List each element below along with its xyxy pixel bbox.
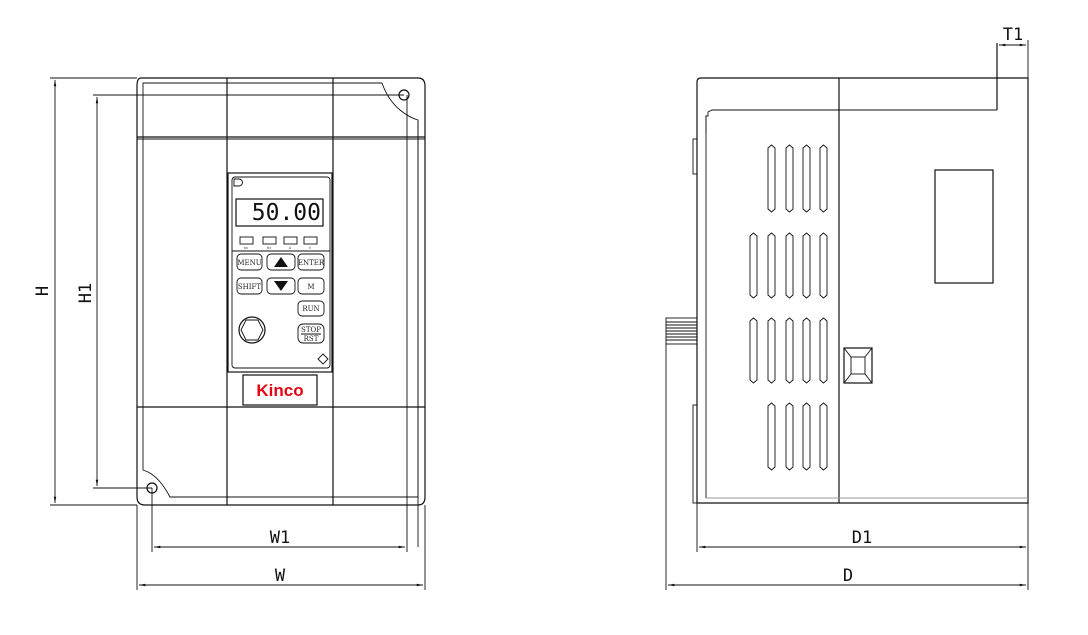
corner-diamond-icon	[317, 353, 329, 365]
vent-slots	[749, 144, 828, 471]
led-2	[262, 236, 277, 245]
corner-d-icon	[233, 178, 243, 187]
led-indicators: ex Hz A V	[239, 236, 318, 250]
menu-button[interactable]: MENU	[236, 253, 263, 271]
side-dimensions: T1 D1 D	[665, 25, 1029, 590]
vent-slot	[749, 232, 758, 299]
nameplate-label	[934, 169, 994, 284]
logo-plate: Kinco	[242, 374, 318, 406]
shift-button[interactable]: SHIFT	[236, 277, 263, 295]
vent-slot	[767, 232, 776, 299]
dimension-d1-label: D1	[852, 528, 872, 548]
vent-slot	[767, 144, 776, 213]
dimension-d-label: D	[843, 566, 853, 586]
front-inner-frame	[142, 82, 419, 498]
menu-label: MENU	[237, 259, 261, 267]
enter-label: ENTER	[298, 259, 325, 267]
led-label: A	[289, 246, 292, 250]
dimension-h-label: H	[33, 286, 53, 296]
led-3	[283, 236, 298, 245]
keypad: 50.00 ex Hz A V MENU ENT	[227, 172, 333, 373]
run-button[interactable]: RUN	[297, 300, 325, 317]
shift-label: SHIFT	[238, 283, 262, 291]
down-arrow-icon	[274, 281, 288, 291]
vent-slot	[819, 317, 828, 384]
m-label: M	[307, 283, 314, 291]
fastener-square	[843, 347, 873, 384]
vent-slot	[749, 317, 758, 384]
vent-slot	[785, 402, 794, 471]
front-dimensions: H H1 W1 W	[33, 77, 426, 590]
side-outline	[696, 77, 1029, 504]
dimension-t1-label: T1	[1003, 25, 1023, 45]
up-arrow-icon	[274, 257, 288, 267]
vent-slot	[819, 144, 828, 213]
stop-label: STOP	[301, 326, 321, 334]
vent-slot	[767, 402, 776, 471]
vent-slot	[802, 144, 811, 213]
down-button[interactable]	[266, 277, 296, 295]
dimension-w1-label: W1	[270, 528, 290, 548]
vent-slot	[802, 232, 811, 299]
display	[235, 198, 324, 227]
led-label: V	[309, 246, 312, 250]
enter-button[interactable]: ENTER	[297, 253, 325, 271]
side-view	[665, 43, 1029, 504]
vent-slot	[802, 402, 811, 471]
led-1	[239, 236, 254, 245]
dimension-w-label: W	[275, 566, 286, 586]
vent-slot	[819, 232, 828, 299]
led-label: Hz	[267, 246, 272, 250]
kinco-logo: Kinco	[256, 381, 303, 400]
potentiometer-knob[interactable]	[238, 316, 266, 344]
vent-slot	[819, 402, 828, 471]
front-view: 50.00 ex Hz A V MENU ENT	[136, 77, 426, 547]
up-button[interactable]	[266, 253, 296, 271]
rst-label: RST	[304, 335, 319, 343]
keypad-connector	[665, 317, 698, 345]
vent-slot	[785, 317, 794, 384]
vent-slot	[767, 317, 776, 384]
vent-slot	[785, 144, 794, 213]
front-outline	[136, 77, 426, 506]
led-label: ex	[244, 246, 248, 250]
m-button[interactable]: M	[297, 277, 325, 295]
stop-reset-button[interactable]: STOP RST	[297, 323, 325, 344]
led-4	[303, 236, 318, 245]
dimension-h1-label: H1	[76, 283, 96, 303]
display-value: 50.00	[252, 200, 321, 226]
vent-slot	[802, 317, 811, 384]
run-label: RUN	[302, 305, 319, 313]
vent-slot	[785, 232, 794, 299]
